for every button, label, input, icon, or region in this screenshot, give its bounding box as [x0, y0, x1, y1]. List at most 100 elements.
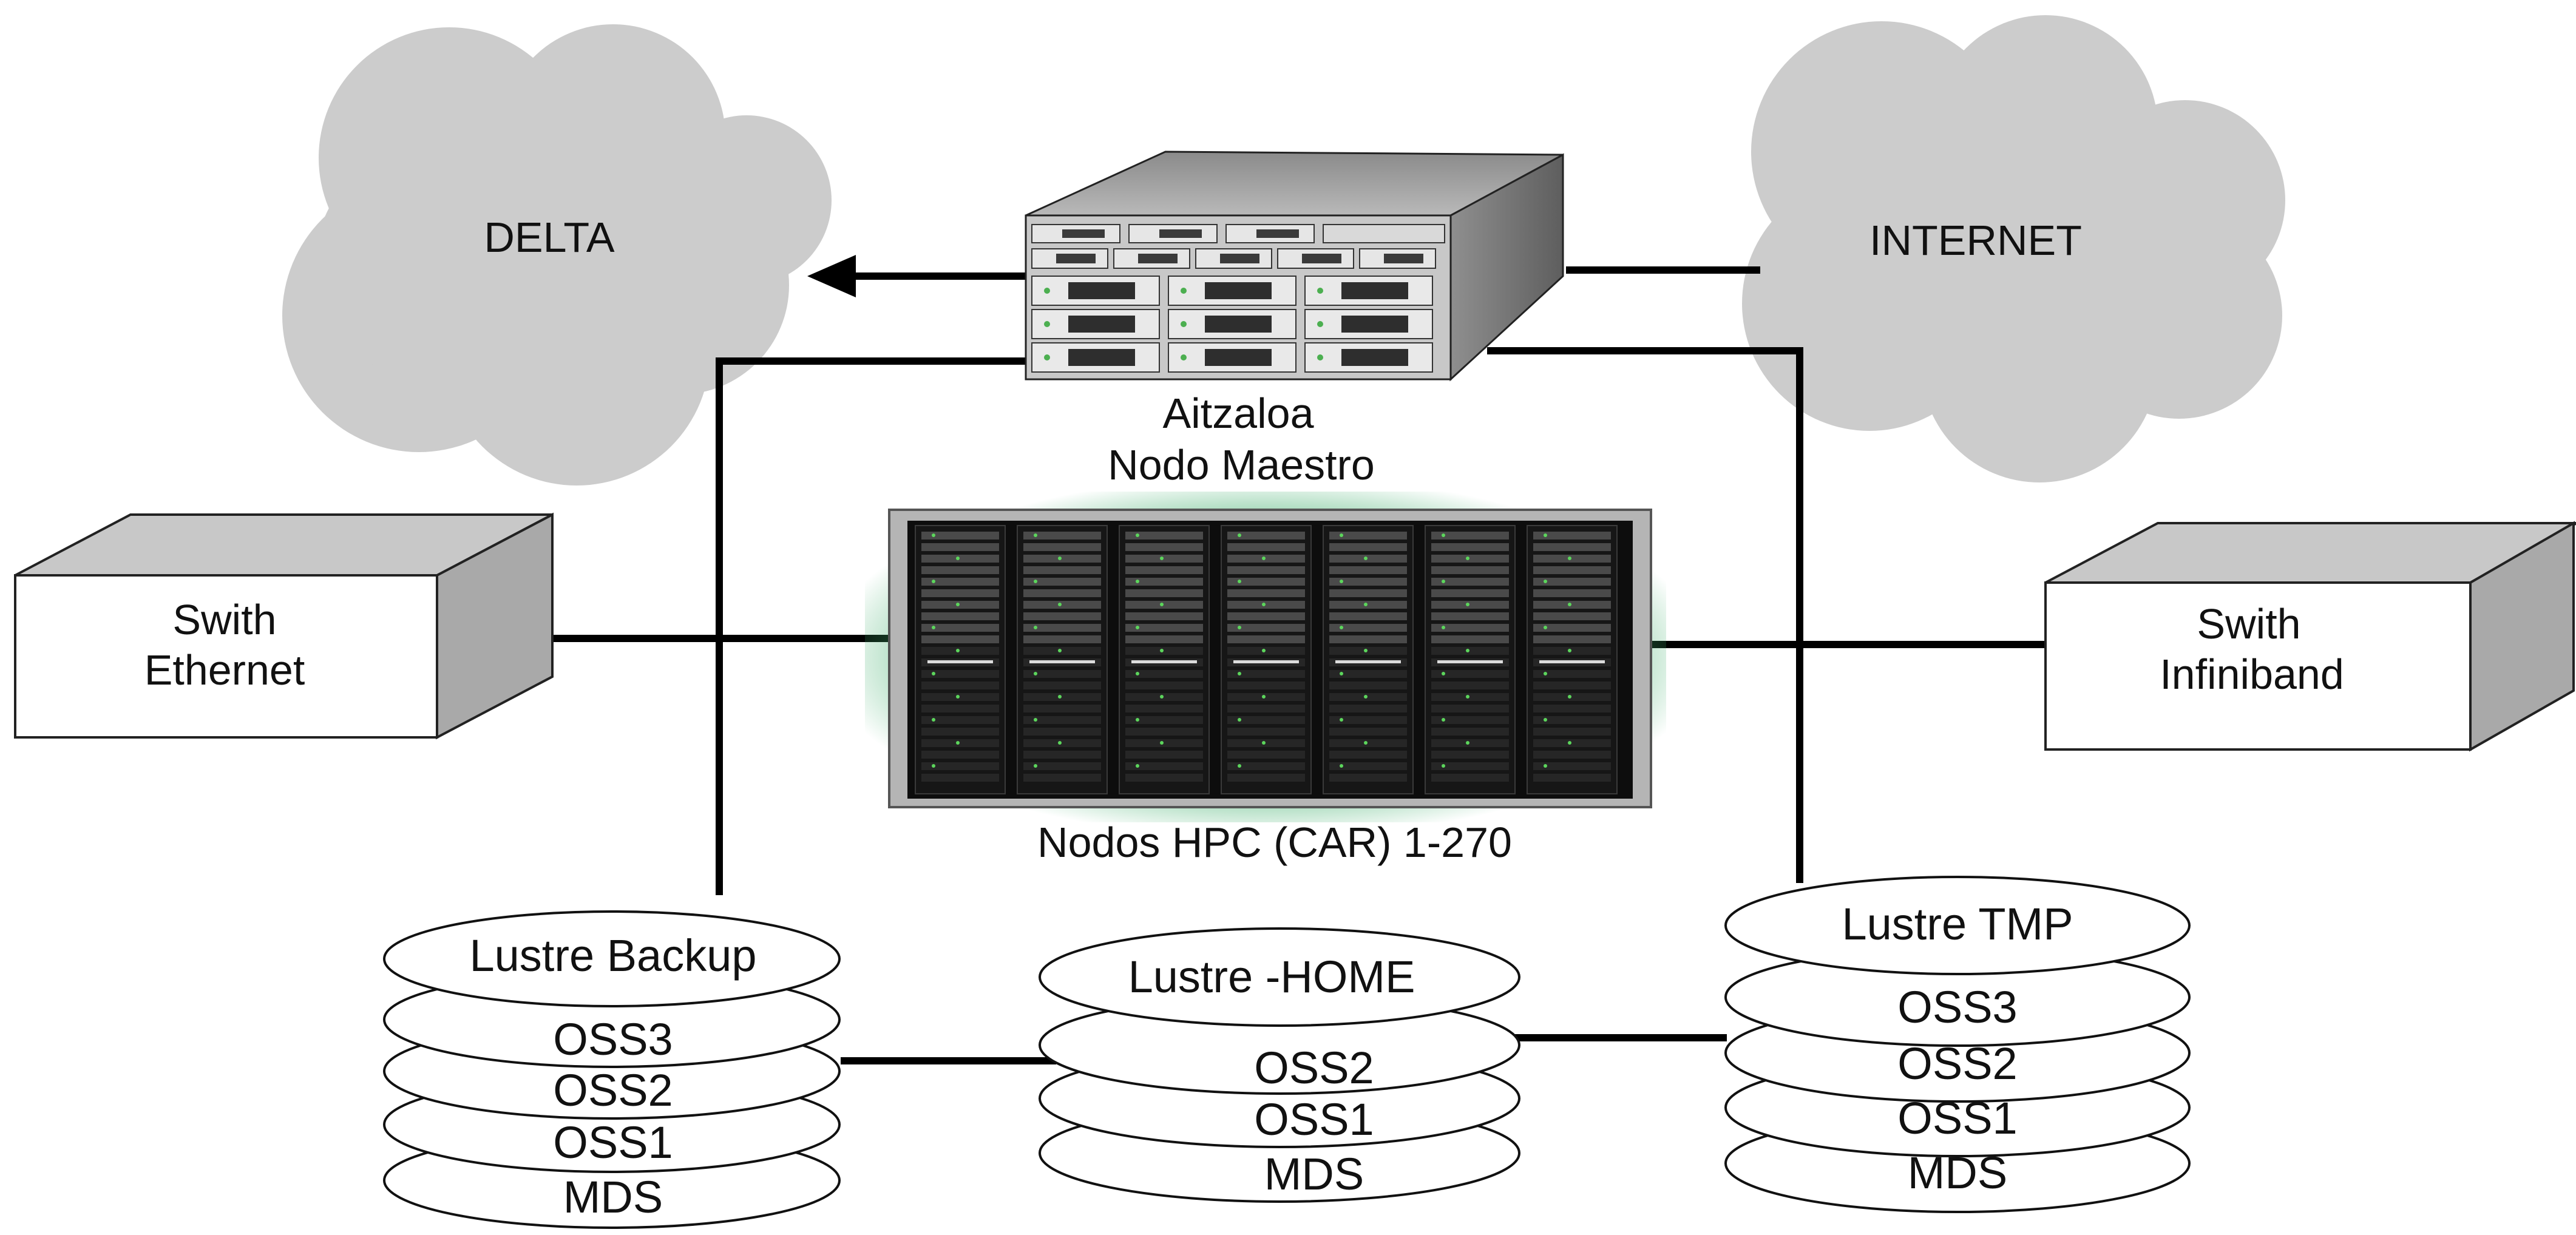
- infiniband-switch-line2: Infiniband: [2160, 651, 2344, 698]
- lustre-backup-stack: Lustre Backup OSS3 OSS2 OSS1 MDS: [383, 910, 841, 1229]
- rack-unit: [1227, 728, 1305, 736]
- rack-led: [1568, 649, 1571, 652]
- rack-unit: [1125, 728, 1203, 736]
- delta-label: DELTA: [484, 214, 615, 261]
- lustre-tmp-title: Lustre TMP: [1842, 899, 2073, 949]
- rack-unit: [1533, 624, 1611, 632]
- disk-platter: [383, 910, 841, 1007]
- rack-unit: [1431, 635, 1509, 643]
- rack-led: [1262, 603, 1266, 606]
- rack-unit: [1533, 682, 1611, 689]
- rack-unit: [1023, 705, 1101, 712]
- rack-led: [1568, 741, 1571, 745]
- rack-led: [932, 626, 935, 629]
- rack-led: [1544, 533, 1547, 537]
- rack-unit: [1125, 635, 1203, 643]
- rack-unit: [1431, 774, 1509, 782]
- rack-led: [1160, 741, 1164, 745]
- rack-unit: [1431, 578, 1509, 586]
- drive-bay-slot: [1341, 349, 1408, 366]
- rack-unit: [1329, 693, 1407, 701]
- rack-led: [932, 533, 935, 537]
- rack-unit: [1023, 635, 1101, 643]
- drive-bay-slot: [1384, 254, 1423, 263]
- disk-platter: [1724, 876, 2191, 975]
- rack-unit: [1329, 647, 1407, 655]
- rack-unit: [1125, 532, 1203, 540]
- rack-unit: [1227, 693, 1305, 701]
- rack-led: [1136, 672, 1139, 675]
- rack-led: [1364, 695, 1368, 699]
- rack-led: [1034, 718, 1037, 722]
- drive-bay-slot: [1205, 282, 1272, 299]
- lustre-backup-layer: OSS1: [553, 1117, 673, 1168]
- rack-unit: [1227, 566, 1305, 574]
- rack-unit: [1431, 555, 1509, 563]
- status-led: [1317, 321, 1323, 327]
- rack-unit: [1533, 705, 1611, 712]
- drive-bay-slot: [1256, 229, 1299, 238]
- rack-led: [1262, 557, 1266, 560]
- master-node-server: Aitzaloa Nodo Maestro: [1025, 151, 1564, 489]
- rack-unit: [921, 555, 999, 563]
- control-panel: [1323, 224, 1445, 243]
- rack-led: [1544, 626, 1547, 629]
- rack-led: [1340, 672, 1343, 675]
- delta-cloud: DELTA: [282, 24, 832, 486]
- rack-unit: [1125, 647, 1203, 655]
- rack-led: [1442, 764, 1445, 768]
- rack-unit: [1227, 635, 1305, 643]
- infiniband-switch-line1: Swith: [2197, 600, 2300, 648]
- rack-unit: [1125, 693, 1203, 701]
- server-drive-bays: [1031, 224, 1445, 373]
- lustre-tmp-layer: OSS2: [1897, 1038, 2017, 1089]
- disk-platter: [1039, 927, 1520, 1027]
- rack-unit: [1227, 762, 1305, 770]
- rack-led: [1364, 557, 1368, 560]
- rack-unit: [1329, 578, 1407, 586]
- rack-unit: [1125, 543, 1203, 551]
- rack-led: [1340, 580, 1343, 583]
- rack-unit: [1227, 774, 1305, 782]
- drive-bay-slot: [1302, 254, 1341, 263]
- rack-unit: [1023, 624, 1101, 632]
- rack-unit: [1329, 589, 1407, 597]
- rack-unit: [1533, 774, 1611, 782]
- rack-unit: [921, 693, 999, 701]
- rack-unit: [1329, 774, 1407, 782]
- rack-led: [1442, 533, 1445, 537]
- rack-led: [1568, 695, 1571, 699]
- rack-led: [1136, 764, 1139, 768]
- lustre-backup-layer: OSS3: [553, 1014, 673, 1064]
- rack-unit: [1533, 589, 1611, 597]
- rack-led: [1568, 557, 1571, 560]
- rack-unit: [1023, 751, 1101, 759]
- rack-led: [1238, 626, 1241, 629]
- rack-handle: [1131, 660, 1197, 663]
- ethernet-switch-line2: Ethernet: [144, 646, 305, 694]
- rack-unit: [1431, 532, 1509, 540]
- rack-handle: [927, 660, 993, 663]
- status-led: [1044, 354, 1050, 360]
- internet-cloud-shape: [1742, 15, 2285, 482]
- rack-unit: [1227, 705, 1305, 712]
- rack-led: [1568, 603, 1571, 606]
- rack-unit: [921, 705, 999, 712]
- rack-unit: [1125, 739, 1203, 747]
- drive-bay-slot: [1205, 316, 1272, 333]
- lustre-backup-layer: OSS2: [553, 1065, 673, 1115]
- rack-unit: [1023, 670, 1101, 678]
- rack-unit: [1329, 612, 1407, 620]
- rack-led: [1466, 603, 1469, 606]
- rack-led: [1058, 649, 1062, 652]
- rack-unit: [1533, 532, 1611, 540]
- lustre-home-stack: Lustre -HOME OSS2 OSS1 MDS: [1039, 927, 1520, 1203]
- rack-unit: [1227, 716, 1305, 724]
- rack-unit: [1533, 693, 1611, 701]
- rack-led: [1058, 557, 1062, 560]
- rack-unit: [921, 751, 999, 759]
- drive-bay-slot: [1220, 254, 1259, 263]
- rack-unit: [1329, 624, 1407, 632]
- hpc-racks: [915, 525, 1618, 794]
